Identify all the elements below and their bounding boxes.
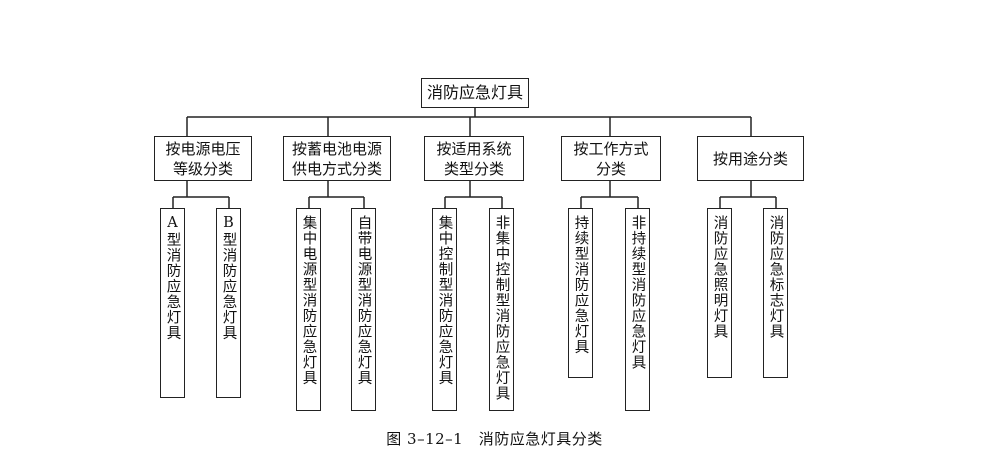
leaf-label: 自带电源型消防应急灯具: [355, 215, 372, 386]
leaf-label: B型消防应急灯具: [220, 215, 237, 341]
leaf-label: 消防应急照明灯具: [711, 215, 728, 339]
category-node-system-type: 按适用系统 类型分类: [424, 136, 524, 181]
leaf-label: A型消防应急灯具: [164, 215, 181, 341]
leaf-node-non-maintained: 非持续型消防应急灯具: [625, 208, 650, 411]
category-node-working-mode: 按工作方式 分类: [561, 136, 661, 181]
leaf-label: 消防应急标志灯具: [767, 215, 784, 339]
leaf-label: 集中控制型消防应急灯具: [436, 215, 453, 386]
leaf-node-self-contained-power: 自带电源型消防应急灯具: [351, 208, 376, 411]
category-node-usage: 按用途分类: [697, 136, 804, 181]
leaf-node-maintained: 持续型消防应急灯具: [568, 208, 593, 378]
leaf-node-lighting: 消防应急照明灯具: [707, 208, 732, 378]
category-node-battery-supply: 按蓄电池电源 供电方式分类: [283, 136, 391, 181]
leaf-node-sign: 消防应急标志灯具: [763, 208, 788, 378]
leaf-node-non-central-control: 非集中控制型消防应急灯具: [489, 208, 514, 411]
leaf-label: 非集中控制型消防应急灯具: [493, 215, 510, 401]
category-node-voltage: 按电源电压 等级分类: [154, 136, 252, 181]
figure-caption: 图 3–12–1 消防应急灯具分类: [386, 430, 603, 448]
leaf-label: 非持续型消防应急灯具: [629, 215, 646, 370]
leaf-node-central-control: 集中控制型消防应急灯具: [432, 208, 457, 411]
leaf-node-type-b: B型消防应急灯具: [216, 208, 241, 398]
leaf-label: 持续型消防应急灯具: [572, 215, 589, 355]
leaf-node-central-power: 集中电源型消防应急灯具: [296, 208, 321, 411]
leaf-node-type-a: A型消防应急灯具: [160, 208, 185, 398]
leaf-label: 集中电源型消防应急灯具: [300, 215, 317, 386]
root-node: 消防应急灯具: [421, 78, 529, 108]
